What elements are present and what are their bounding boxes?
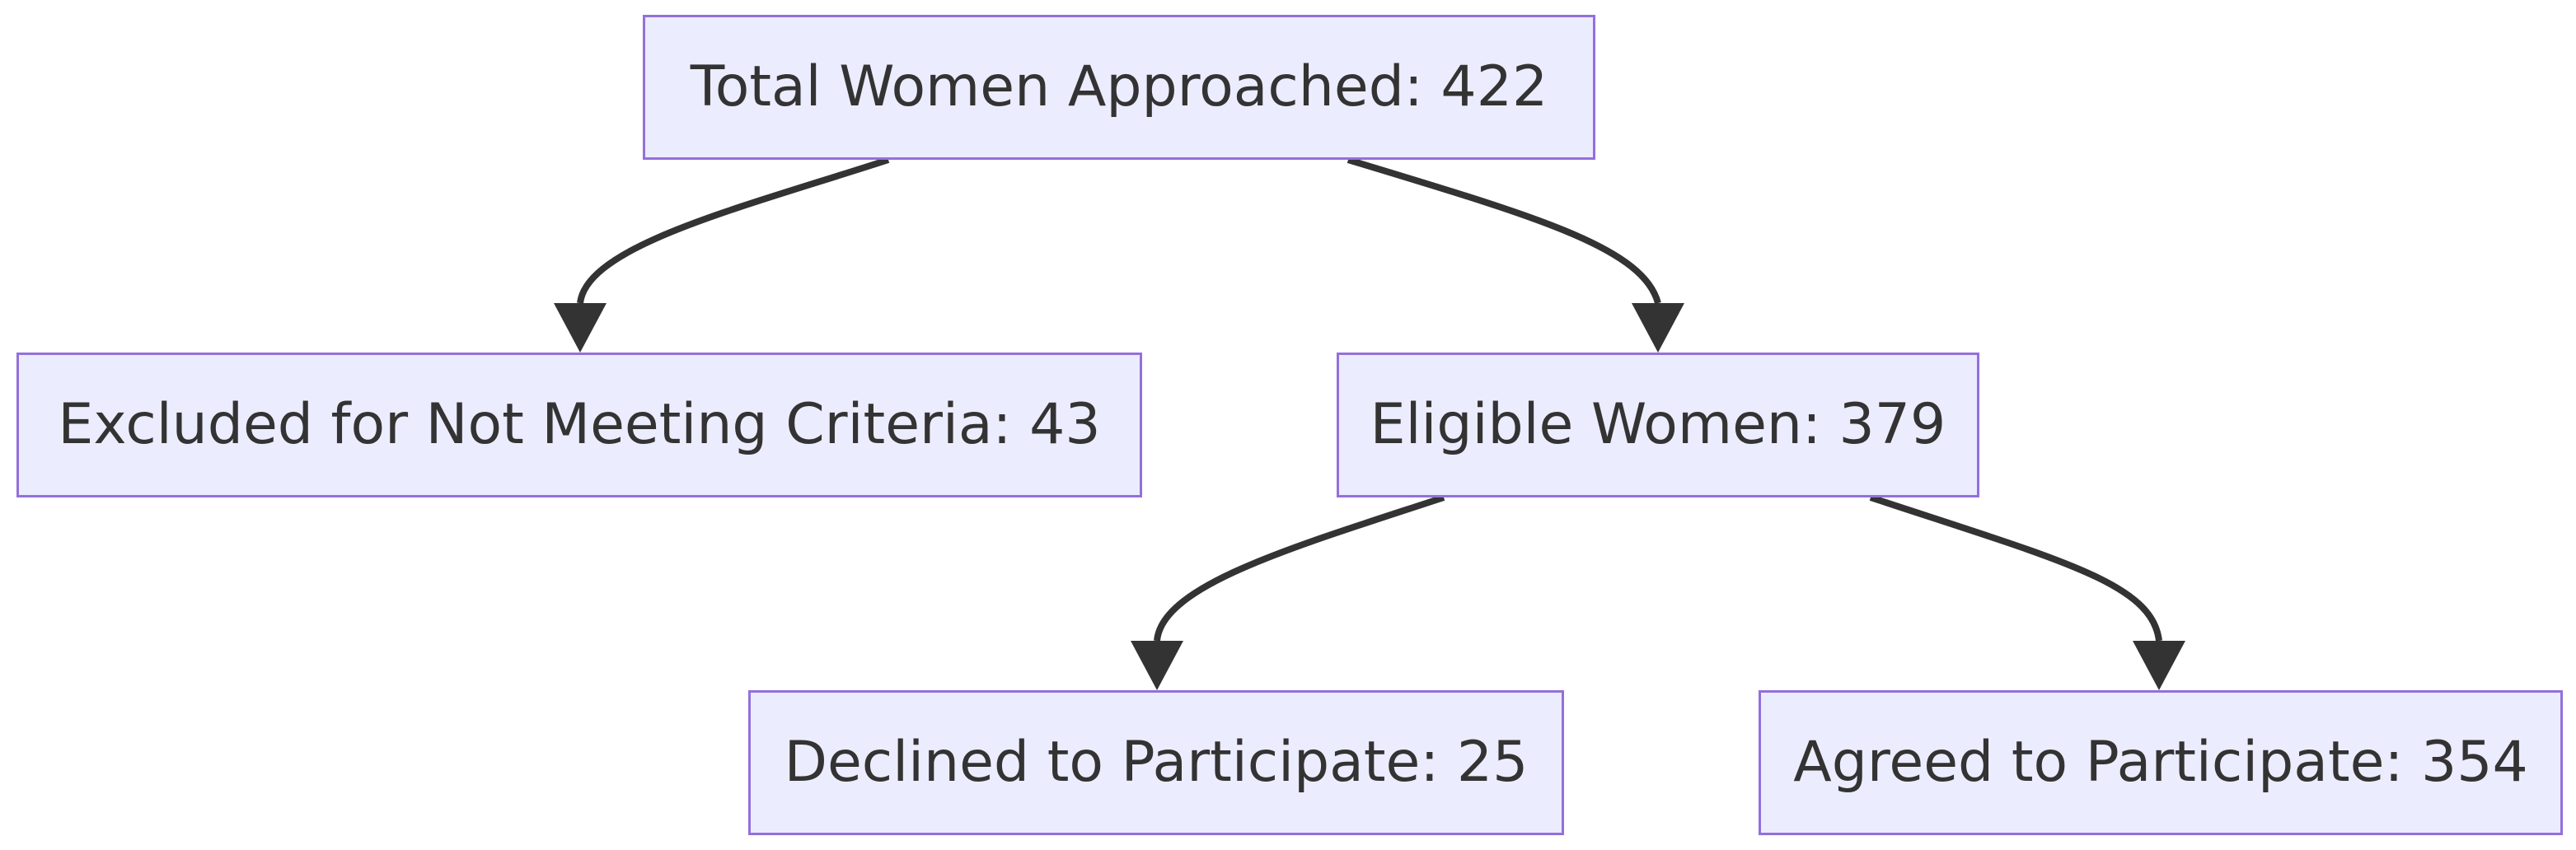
arrowhead-icon — [554, 303, 607, 353]
edge-total-to-excluded — [554, 156, 890, 353]
arrowhead-icon — [2133, 641, 2185, 690]
edge-eligible-to-agreed — [1869, 494, 2185, 690]
node-eligible-women: Eligible Women: 379 — [1337, 353, 1979, 497]
node-label: Declined to Participate: 25 — [784, 730, 1529, 795]
node-label: Agreed to Participate: 354 — [1793, 730, 2528, 795]
arrowhead-icon — [1131, 641, 1183, 690]
edge-total-to-eligible — [1347, 156, 1684, 353]
edge-eligible-to-declined — [1131, 494, 1445, 690]
node-label: Excluded for Not Meeting Criteria: 43 — [58, 392, 1101, 457]
node-declined: Declined to Participate: 25 — [748, 690, 1564, 835]
node-total-women-approached: Total Women Approached: 422 — [643, 15, 1595, 160]
node-excluded: Excluded for Not Meeting Criteria: 43 — [16, 353, 1142, 497]
node-agreed: Agreed to Participate: 354 — [1759, 690, 2563, 835]
node-label: Total Women Approached: 422 — [690, 54, 1548, 119]
node-label: Eligible Women: 379 — [1370, 392, 1946, 457]
arrowhead-icon — [1632, 303, 1684, 353]
